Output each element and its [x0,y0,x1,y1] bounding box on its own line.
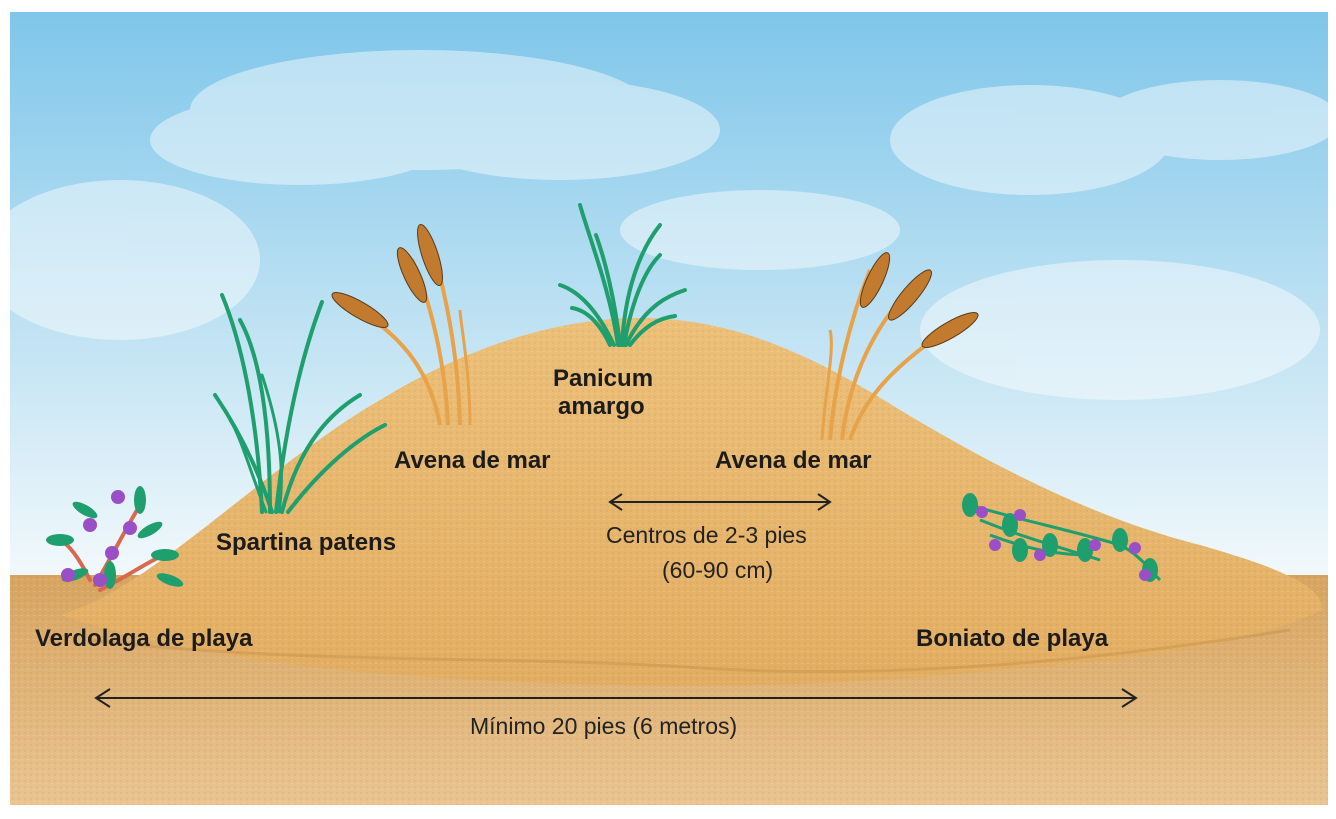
spartina-patens-plant [213,293,387,514]
beach-morning-glory-plant [962,493,1162,582]
label-panicum-line2: amargo [558,393,645,420]
label-panicum-line1: Panicum [553,365,653,392]
sea-oats-right-plant [820,252,979,441]
label-avena-de-mar-right: Avena de mar [715,447,872,474]
beach-purslane-plant [46,486,184,592]
label-spartina-patens: Spartina patens [216,529,396,556]
label-boniato-de-playa: Boniato de playa [916,625,1109,652]
minimum-width-arrow [94,688,1138,708]
bitter-panicum-plant [558,203,687,347]
sea-oats-left-plant [331,223,472,426]
spacing-arrow [608,493,832,511]
minimum-width-label: Mínimo 20 pies (6 metros) [470,713,737,739]
clouds [0,50,1336,400]
spacing-label-line2: (60-90 cm) [662,557,773,583]
label-avena-de-mar-left: Avena de mar [394,447,551,474]
label-verdolaga-de-playa: Verdolaga de playa [35,625,253,652]
spacing-label-line1: Centros de 2-3 pies [606,522,807,548]
